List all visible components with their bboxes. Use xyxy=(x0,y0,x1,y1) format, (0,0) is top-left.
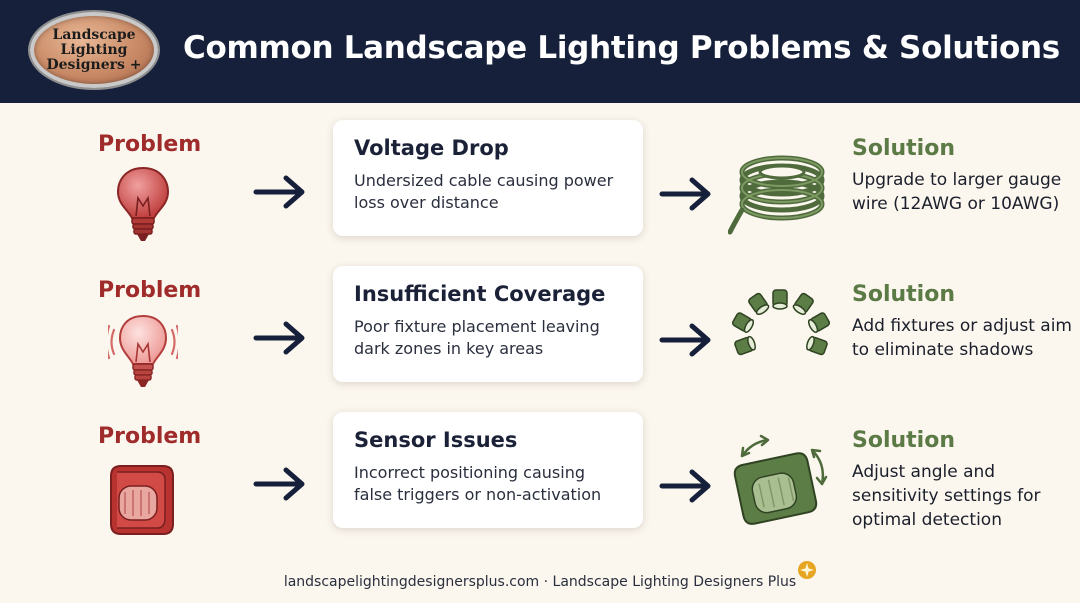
header-bar: Landscape Lighting Designers + Common La… xyxy=(0,0,1080,103)
footer-credit: landscapelightingdesignersplus.com · Lan… xyxy=(283,574,797,590)
problem-row-voltage-drop: Problem Voltage Drop Undersized cable ca… xyxy=(0,120,1080,262)
problem-card: Insufficient Coverage Poor fixture place… xyxy=(333,266,643,382)
problem-row-sensor-issues: Problem Sensor Issues Incorrect position… xyxy=(0,412,1080,554)
solution-description: Upgrade to larger gauge wire (12AWG or 1… xyxy=(852,170,1062,214)
arrow-right-icon xyxy=(659,469,711,503)
solution-description: Add fixtures or adjust aim to eliminate … xyxy=(852,316,1072,360)
spotlight-arc-icon xyxy=(731,289,831,356)
arrow-right-icon xyxy=(253,321,305,355)
card-title: Sensor Issues xyxy=(354,428,518,452)
page-title: Common Landscape Lighting Problems & Sol… xyxy=(183,30,1060,66)
sparkle-badge-icon xyxy=(798,561,816,579)
problem-label: Problem xyxy=(98,424,202,449)
problem-label: Problem xyxy=(98,132,202,157)
adjust-sensor-icon xyxy=(733,434,828,525)
company-logo[interactable]: Landscape Lighting Designers + xyxy=(30,12,158,88)
problem-label: Problem xyxy=(98,278,202,303)
flickering-bulb-icon xyxy=(108,314,178,387)
solution-description: Adjust angle and sensitivity settings fo… xyxy=(852,462,1041,530)
solution-label: Solution xyxy=(852,282,955,307)
problem-row-insufficient-coverage: Problem Insufficient Coverage Poor fixtu… xyxy=(0,266,1080,408)
motion-sensor-icon xyxy=(110,465,174,535)
solution-label: Solution xyxy=(852,136,955,161)
cable-coil-icon xyxy=(728,155,825,235)
problem-card: Sensor Issues Incorrect positioning caus… xyxy=(333,412,643,528)
problem-card: Voltage Drop Undersized cable causing po… xyxy=(333,120,643,236)
solution-label: Solution xyxy=(852,428,955,453)
card-title: Insufficient Coverage xyxy=(354,282,606,306)
arrow-right-icon xyxy=(659,177,711,211)
bulb-icon xyxy=(116,166,170,241)
arrow-right-icon xyxy=(253,175,305,209)
logo-text: Landscape Lighting Designers + xyxy=(46,26,142,73)
arrow-right-icon xyxy=(659,323,711,357)
card-title: Voltage Drop xyxy=(354,136,509,160)
arrow-right-icon xyxy=(253,467,305,501)
card-description: Incorrect positioning causing false trig… xyxy=(354,463,602,504)
card-description: Poor fixture placement leaving dark zone… xyxy=(354,317,600,358)
card-description: Undersized cable causing power loss over… xyxy=(354,171,614,212)
